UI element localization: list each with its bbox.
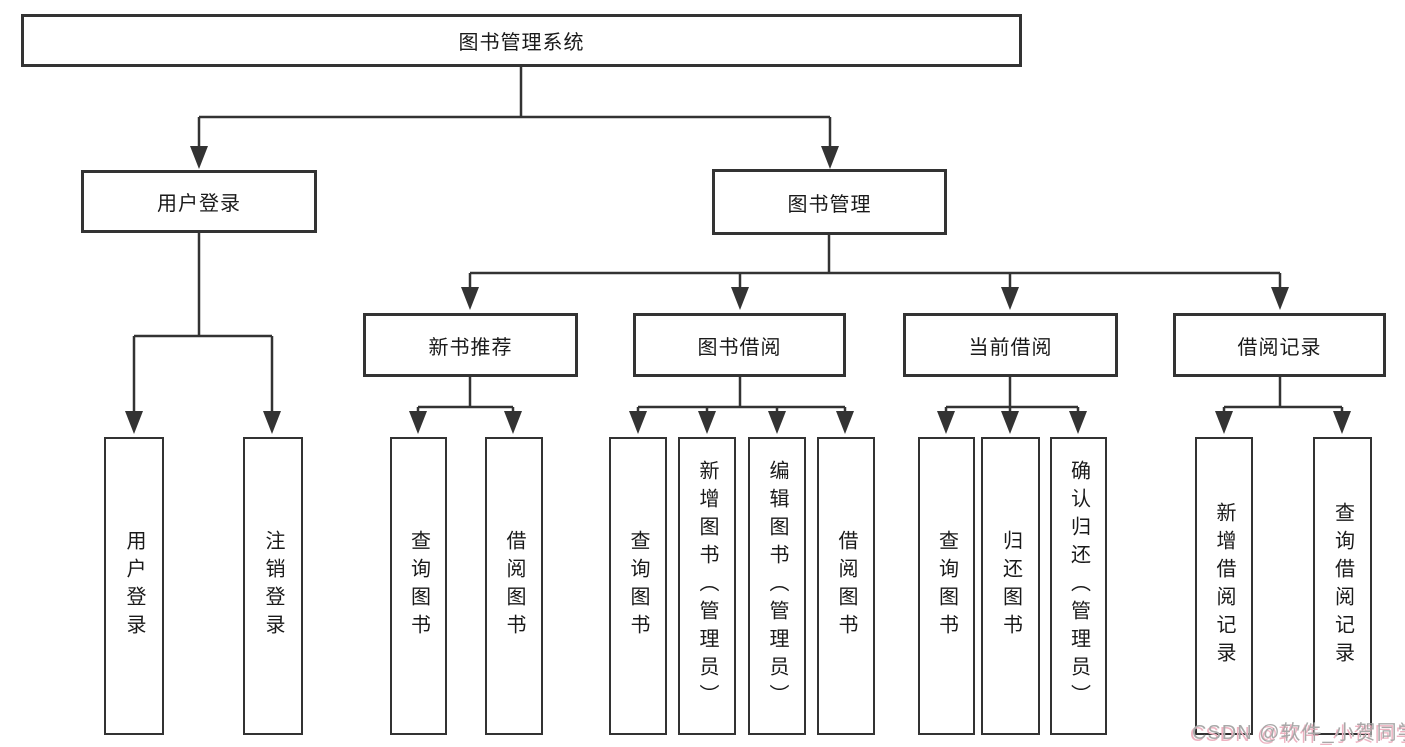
node-label: 用户登录 bbox=[157, 193, 241, 215]
leaf-query-books: 查询图书 bbox=[390, 437, 447, 735]
leaf-add-books-admin: 新增图书（管理员） bbox=[678, 437, 736, 735]
arrow-down-icon bbox=[1215, 411, 1233, 434]
arrow-down-icon bbox=[1271, 287, 1289, 310]
node-label: 注销登录 bbox=[262, 530, 284, 642]
leaf-query-borrow-record: 查询借阅记录 bbox=[1313, 437, 1372, 735]
arrow-down-icon bbox=[768, 411, 786, 434]
leaf-return-books: 归还图书 bbox=[981, 437, 1040, 735]
node-label: 查询图书 bbox=[407, 530, 430, 642]
arrow-down-icon bbox=[504, 411, 522, 434]
node-borrow-records: 借阅记录 bbox=[1173, 313, 1386, 377]
arrow-down-icon bbox=[190, 146, 208, 169]
node-label: 新增借阅记录 bbox=[1213, 502, 1235, 670]
arrow-down-icon bbox=[1333, 411, 1351, 434]
leaf-confirm-return-admin: 确认归还（管理员） bbox=[1050, 437, 1107, 735]
arrow-down-icon bbox=[1069, 411, 1087, 434]
node-label: 确认归还（管理员） bbox=[1067, 460, 1090, 712]
arrow-down-icon bbox=[1001, 411, 1019, 434]
node-root: 图书管理系统 bbox=[21, 14, 1022, 67]
watermark: CSDN @软件_小贺同学 bbox=[1192, 722, 1405, 744]
node-label: 借阅记录 bbox=[1237, 336, 1322, 359]
node-label: 借阅图书 bbox=[503, 530, 525, 642]
leaf-add-borrow-record: 新增借阅记录 bbox=[1195, 437, 1253, 735]
leaf-logout: 注销登录 bbox=[243, 437, 303, 735]
node-book-management: 图书管理 bbox=[712, 169, 947, 235]
leaf-borrow-books: 借阅图书 bbox=[817, 437, 875, 735]
arrow-down-icon bbox=[821, 146, 839, 169]
node-label: 新书推荐 bbox=[428, 336, 513, 359]
node-label: 用户登录 bbox=[123, 530, 145, 642]
node-current-borrow: 当前借阅 bbox=[903, 313, 1118, 377]
node-label: 查询借阅记录 bbox=[1331, 502, 1354, 670]
leaf-borrow-books: 借阅图书 bbox=[485, 437, 543, 735]
arrow-down-icon bbox=[125, 411, 143, 434]
leaf-edit-books-admin: 编辑图书（管理员） bbox=[748, 437, 806, 735]
arrow-down-icon bbox=[409, 411, 427, 434]
arrow-down-icon bbox=[836, 411, 854, 434]
arrow-down-icon bbox=[937, 411, 955, 434]
node-label: 图书借阅 bbox=[697, 336, 782, 359]
node-label: 图书管理系统 bbox=[458, 32, 585, 54]
node-label: 归还图书 bbox=[999, 530, 1022, 642]
node-label: 当前借阅 bbox=[968, 336, 1053, 359]
node-label: 编辑图书（管理员） bbox=[766, 460, 788, 712]
leaf-query-books: 查询图书 bbox=[918, 437, 975, 735]
arrow-down-icon bbox=[461, 287, 479, 310]
node-new-book-recommend: 新书推荐 bbox=[363, 313, 578, 377]
arrow-down-icon bbox=[698, 411, 716, 434]
arrow-down-icon bbox=[629, 411, 647, 434]
node-book-borrow: 图书借阅 bbox=[633, 313, 846, 377]
arrow-down-icon bbox=[731, 287, 749, 310]
node-label: 查询图书 bbox=[627, 530, 649, 642]
leaf-query-books: 查询图书 bbox=[609, 437, 667, 735]
node-user-login: 用户登录 bbox=[81, 170, 317, 233]
node-label: 图书管理 bbox=[787, 193, 872, 216]
node-label: 借阅图书 bbox=[835, 530, 857, 642]
arrow-down-icon bbox=[1001, 287, 1019, 310]
node-label: 新增图书（管理员） bbox=[696, 460, 718, 712]
arrow-down-icon bbox=[263, 411, 281, 434]
leaf-user-login: 用户登录 bbox=[104, 437, 164, 735]
node-label: 查询图书 bbox=[935, 530, 958, 642]
